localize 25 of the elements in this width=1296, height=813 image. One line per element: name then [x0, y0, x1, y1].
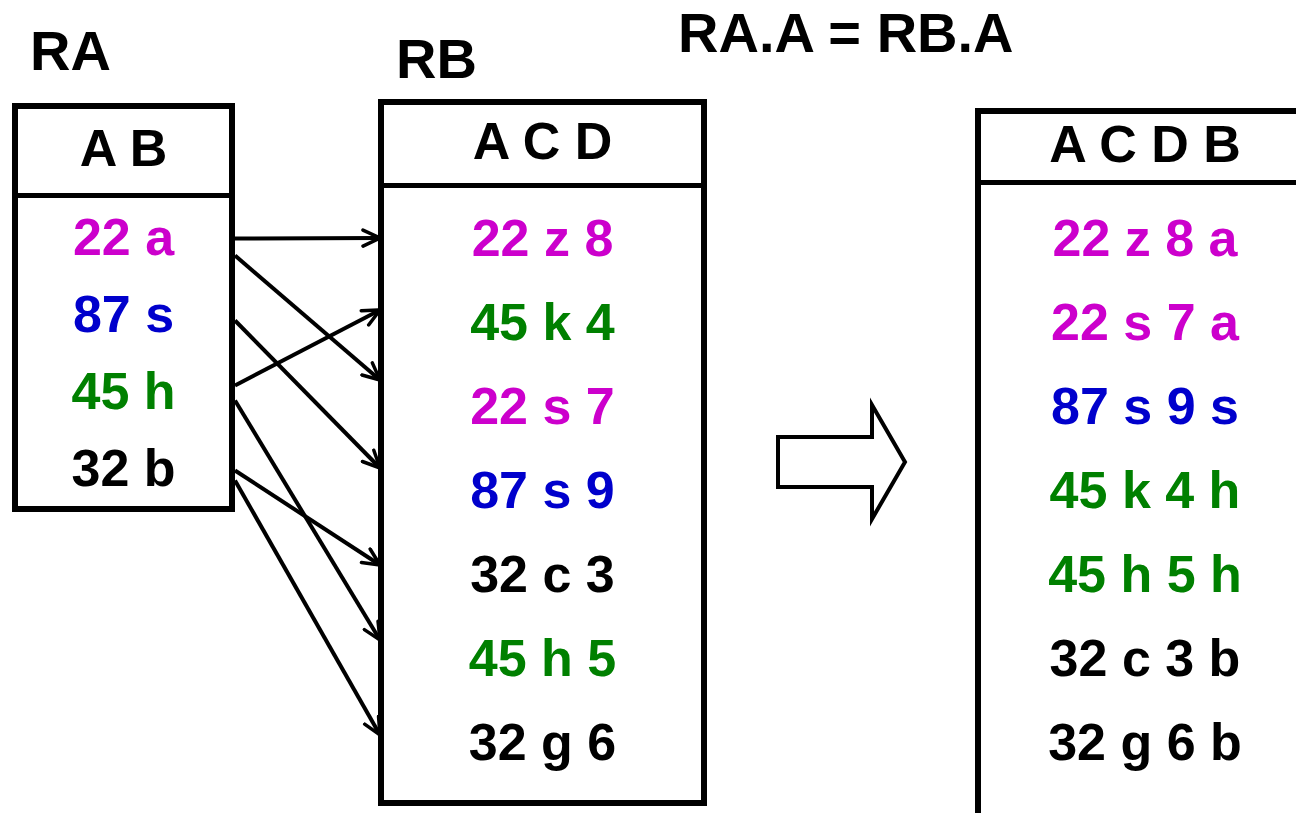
- table-row: 32 c 3: [378, 532, 707, 616]
- table-name: RA: [30, 20, 111, 82]
- table-row: 45 k 4 h: [975, 448, 1296, 532]
- block-arrow: [776, 397, 908, 527]
- column-header: A C D: [378, 99, 707, 188]
- table-row: 32 g 6: [378, 700, 707, 784]
- table-row: 32 b: [12, 429, 235, 506]
- table-row: 45 h 5 h: [975, 532, 1296, 616]
- table-row: 22 s 7 a: [975, 280, 1296, 364]
- table-name: RB: [396, 28, 477, 90]
- table-row: 87 s 9 s: [975, 364, 1296, 448]
- table-row: 22 a: [12, 198, 235, 275]
- column-header: A C D B: [975, 108, 1296, 185]
- table-row: 45 h 5: [378, 616, 707, 700]
- table-row: 45 h: [12, 352, 235, 429]
- column-header: A B: [12, 103, 235, 198]
- table-row: 32 g 6 b: [975, 700, 1296, 784]
- table-row: 87 s: [12, 275, 235, 352]
- table-row: 87 s 9: [378, 448, 707, 532]
- table-row: 22 z 8: [378, 196, 707, 280]
- table-row: 32 c 3 b: [975, 616, 1296, 700]
- table-row: 22 z 8 a: [975, 196, 1296, 280]
- table-row: 45 k 4: [378, 280, 707, 364]
- join-condition: RA.A = RB.A: [678, 2, 1014, 64]
- table-row: 22 s 7: [378, 364, 707, 448]
